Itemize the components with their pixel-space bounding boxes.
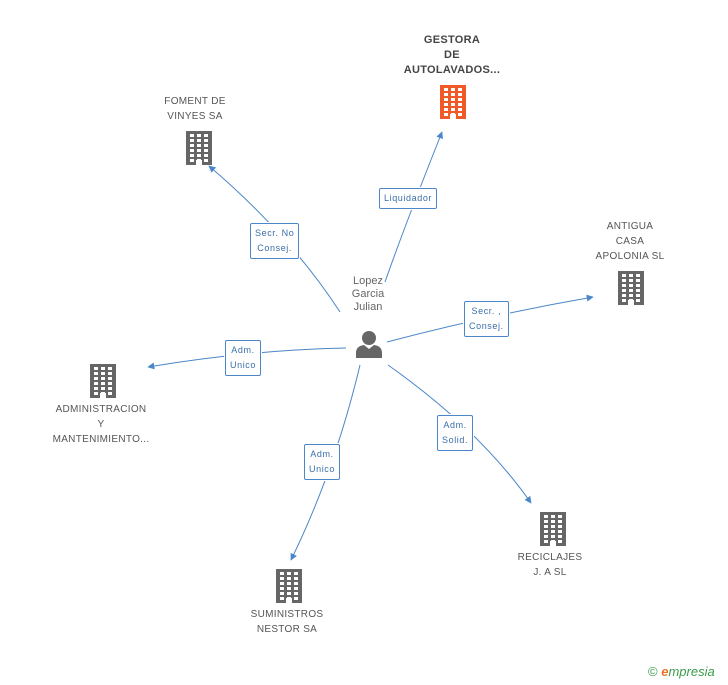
edge-label-liquidador[interactable]: Liquidador: [379, 188, 438, 209]
edge-line: [384, 131, 443, 283]
building-icon[interactable]: [616, 271, 646, 310]
company-label-reciclajes[interactable]: RECICLAJES J. A SL: [517, 552, 583, 578]
empresia-logo: © empresia: [648, 664, 715, 679]
company-label-suministros[interactable]: SUMINISTROS NESTOR SA: [250, 609, 324, 635]
edge-label-secr-no-consej[interactable]: Secr. No Consej.: [250, 223, 300, 259]
person-name[interactable]: Lopez Garcia Julian: [351, 275, 385, 313]
person-icon[interactable]: [354, 329, 384, 359]
company-label-antigua[interactable]: ANTIGUA CASA APOLONIA SL: [595, 221, 665, 262]
company-label-gestora[interactable]: GESTORA DE AUTOLAVADOS...: [403, 34, 501, 76]
edge-label-adm-solid[interactable]: Adm. Solid.: [437, 415, 474, 451]
building-icon[interactable]: [184, 131, 214, 170]
company-label-administracion[interactable]: ADMINISTRACION Y MANTENIMIENTO...: [52, 404, 150, 445]
building-icon[interactable]: [438, 85, 468, 124]
company-label-foment[interactable]: FOMENT DE VINYES SA: [164, 96, 226, 122]
edge-label-adm-unico-2[interactable]: Adm. Unico: [304, 444, 341, 480]
building-icon[interactable]: [88, 364, 118, 403]
edge-label-secr-consej[interactable]: Secr. , Consej.: [464, 301, 509, 337]
building-icon[interactable]: [538, 512, 568, 551]
edge-label-adm-unico-1[interactable]: Adm. Unico: [225, 340, 262, 376]
building-icon[interactable]: [274, 569, 304, 608]
